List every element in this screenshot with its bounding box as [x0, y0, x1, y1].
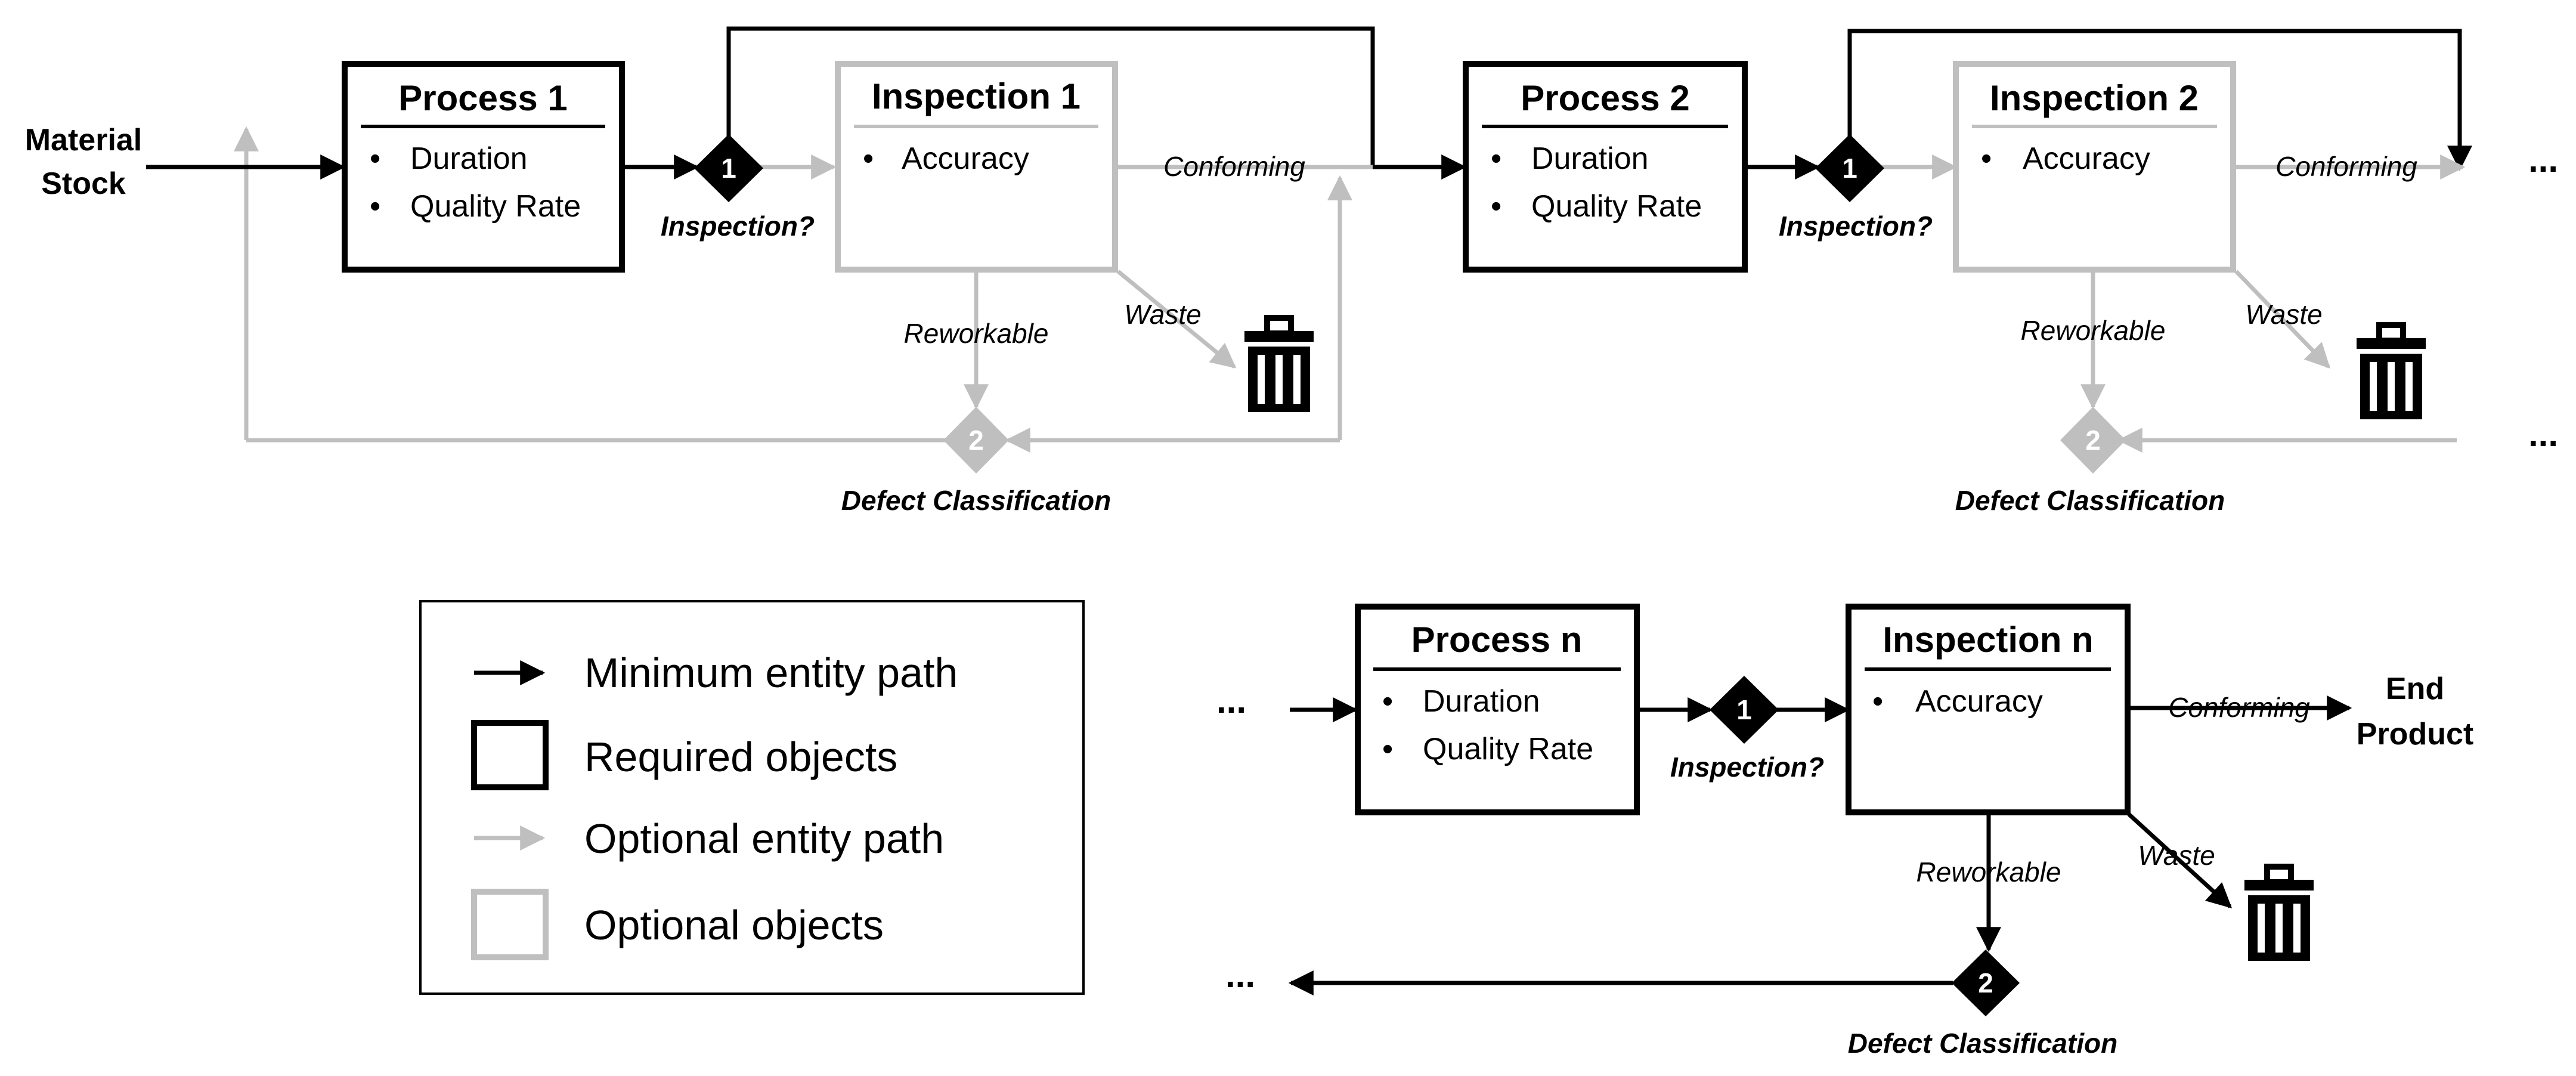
inspection-1-bullet: •	[863, 141, 874, 176]
inspection-2-box	[1953, 61, 2236, 273]
reworkable-label-1: Reworkable	[904, 318, 1049, 349]
rework-loop-1	[234, 126, 2457, 453]
legend-label-required-objects: Required objects	[584, 734, 897, 780]
waste-label-2: Waste	[2245, 299, 2323, 330]
continuation-ellipsis: ...	[1225, 955, 1255, 995]
waste-label-n: Waste	[2138, 840, 2215, 871]
arrow-bypass-inspection-2	[1847, 29, 2472, 171]
process-1-title: Process 1	[398, 78, 568, 118]
arrow-waste-n	[2127, 812, 2233, 908]
process-2-item-quality-rate: Quality Rate	[1531, 189, 1702, 224]
gray-box-icon	[471, 889, 549, 960]
decision-defect-2-label: Defect Classification	[1955, 485, 2225, 516]
decision-defect-1-diamond	[943, 407, 1009, 474]
reworkable-label-n: Reworkable	[1916, 857, 2061, 888]
decision-defect-1-number: 2	[968, 425, 984, 456]
conforming-label-n: Conforming	[2168, 692, 2310, 723]
legend-label-minimum-path: Minimum entity path	[584, 650, 958, 696]
start-label-line2: Stock	[41, 166, 126, 201]
inspection-2-item-accuracy: Accuracy	[2023, 141, 2150, 176]
process-1-box	[342, 61, 625, 273]
decision-defect-2-number: 2	[2085, 425, 2101, 456]
process-1-bullet: •	[370, 141, 380, 176]
decision-defect-n-label: Defect Classification	[1848, 1028, 2117, 1059]
continuation-ellipsis: ...	[2528, 414, 2558, 454]
decision-inspection-n-label: Inspection?	[1670, 752, 1824, 783]
inspection-2-title: Inspection 2	[1990, 78, 2199, 118]
conforming-label-1: Conforming	[1163, 151, 1305, 182]
inspection-1-title: Inspection 1	[872, 76, 1080, 116]
process-2-title: Process 2	[1521, 78, 1690, 118]
legend-label-optional-path: Optional entity path	[584, 815, 944, 862]
waste-label-1: Waste	[1124, 299, 1202, 330]
inspection-2-bullet: •	[1981, 141, 1992, 176]
trash-icon	[1244, 315, 1314, 412]
decision-inspection-2-diamond	[1815, 134, 1884, 202]
process-n-title: Process n	[1411, 620, 1583, 660]
process-1-bullet: •	[370, 189, 380, 224]
arrow-waste-2	[2234, 270, 2330, 369]
decision-inspection-2-number: 1	[1842, 153, 1857, 184]
process-n-item-quality-rate: Quality Rate	[1423, 732, 1593, 766]
trash-icon	[2244, 864, 2314, 961]
inspection-n-item-accuracy: Accuracy	[1915, 684, 2043, 719]
process-2-box	[1463, 61, 1748, 273]
end-label-line2: Product	[2357, 717, 2473, 752]
process-2-item-duration: Duration	[1531, 141, 1649, 176]
continuation-ellipsis: ...	[1216, 681, 1246, 721]
process-n-box	[1355, 604, 1640, 815]
decision-inspection-1-label: Inspection?	[661, 211, 815, 242]
decision-inspection-1-number: 1	[721, 153, 736, 184]
decision-inspection-n-diamond	[1710, 676, 1779, 744]
decision-defect-1-label: Defect Classification	[841, 485, 1111, 516]
arrow-waste-1	[1116, 270, 1237, 369]
inspection-n-title: Inspection n	[1883, 620, 2093, 660]
legend-label-optional-objects: Optional objects	[584, 902, 884, 948]
inspection-n-bullet: •	[1872, 684, 1883, 719]
reworkable-label-2: Reworkable	[2021, 315, 2166, 346]
process-n-bullet: •	[1382, 684, 1393, 719]
conforming-label-2: Conforming	[2275, 151, 2417, 182]
decision-inspection-n-number: 1	[1736, 694, 1752, 725]
arrow-bypass-inspection-1	[726, 26, 1467, 180]
process-1-item-duration: Duration	[410, 141, 528, 176]
decision-defect-2-diamond	[2060, 407, 2126, 474]
inspection-1-box	[835, 61, 1118, 273]
start-label-line1: Material	[25, 123, 143, 157]
inspection-n-box	[1846, 604, 2131, 815]
process-2-bullet: •	[1491, 189, 1501, 224]
end-label-line1: End	[2386, 672, 2444, 706]
continuation-ellipsis: ...	[2528, 140, 2558, 180]
decision-defect-n-diamond	[1952, 950, 2020, 1016]
decision-defect-n-number: 2	[1978, 967, 1993, 998]
process-2-bullet: •	[1491, 141, 1501, 176]
decision-inspection-1-diamond	[694, 134, 763, 202]
inspection-1-item-accuracy: Accuracy	[902, 141, 1029, 176]
process-n-bullet: •	[1382, 732, 1393, 766]
trash-icon	[2357, 322, 2426, 419]
process-1-item-quality-rate: Quality Rate	[410, 189, 581, 224]
black-box-icon	[471, 720, 549, 790]
process-n-item-duration: Duration	[1423, 684, 1540, 719]
decision-inspection-2-label: Inspection?	[1779, 211, 1933, 242]
